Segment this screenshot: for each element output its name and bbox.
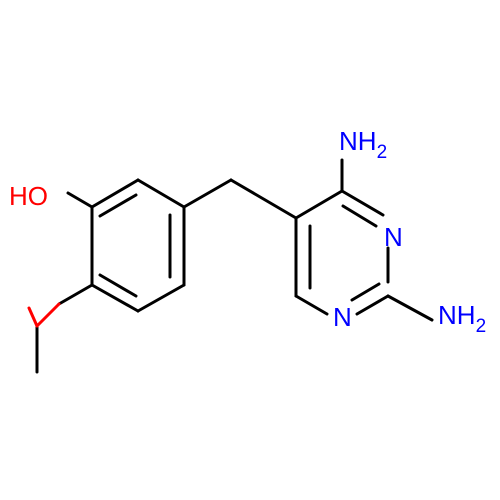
methoxy-group (27, 283, 94, 374)
bond-c4-n3-inner (341, 204, 378, 228)
bond-c1-ch2 (182, 178, 233, 209)
bond-c4-n3 (340, 189, 385, 217)
bond-c6-o-hydroxy (66, 191, 94, 209)
bond-c6-c1-inner (98, 193, 138, 218)
bond-ch2-c5pyr (229, 178, 298, 220)
atom-labels: HO NH2 N N NH2 (9, 126, 486, 337)
pyrimidine-ring (294, 189, 390, 316)
methoxy-oxygen-left-stroke (27, 306, 39, 328)
methoxy-oxygen-right-stroke (35, 302, 61, 328)
ring-nitrogen-bottom-label: N (333, 302, 352, 332)
bond-c6-c1 (90, 178, 140, 209)
hydroxy-label: HO (9, 181, 48, 211)
bond-c2-n1 (355, 294, 390, 316)
ring-nitrogen-right-label: N (384, 222, 403, 252)
methylene-bridge (182, 178, 298, 220)
top-amino-main: NH (339, 126, 377, 156)
top-amino-subscript: 2 (377, 142, 388, 163)
bond-c2-nh2-bottom (386, 294, 434, 322)
bond-c5-c4 (294, 189, 344, 220)
amino-bonds (340, 158, 434, 322)
top-amino-label: NH2 (339, 126, 387, 163)
bond-c2-n1-inner (350, 282, 381, 302)
bond-c3-c4 (136, 283, 186, 313)
bottom-amino-label: NH2 (438, 300, 486, 337)
bond-c5-o-methoxy (57, 283, 94, 306)
bond-c4-c5-inner (98, 273, 138, 298)
bottom-amino-main: NH (438, 300, 476, 330)
bottom-amino-subscript: 2 (476, 316, 487, 337)
bond-c1-c2 (136, 178, 186, 209)
methoxy-oxygen-atom (27, 302, 61, 328)
benzene-ring (90, 178, 186, 313)
bond-n1-c6 (294, 294, 329, 316)
bond-c4-c5 (90, 283, 140, 313)
hydroxy-group (66, 191, 94, 209)
